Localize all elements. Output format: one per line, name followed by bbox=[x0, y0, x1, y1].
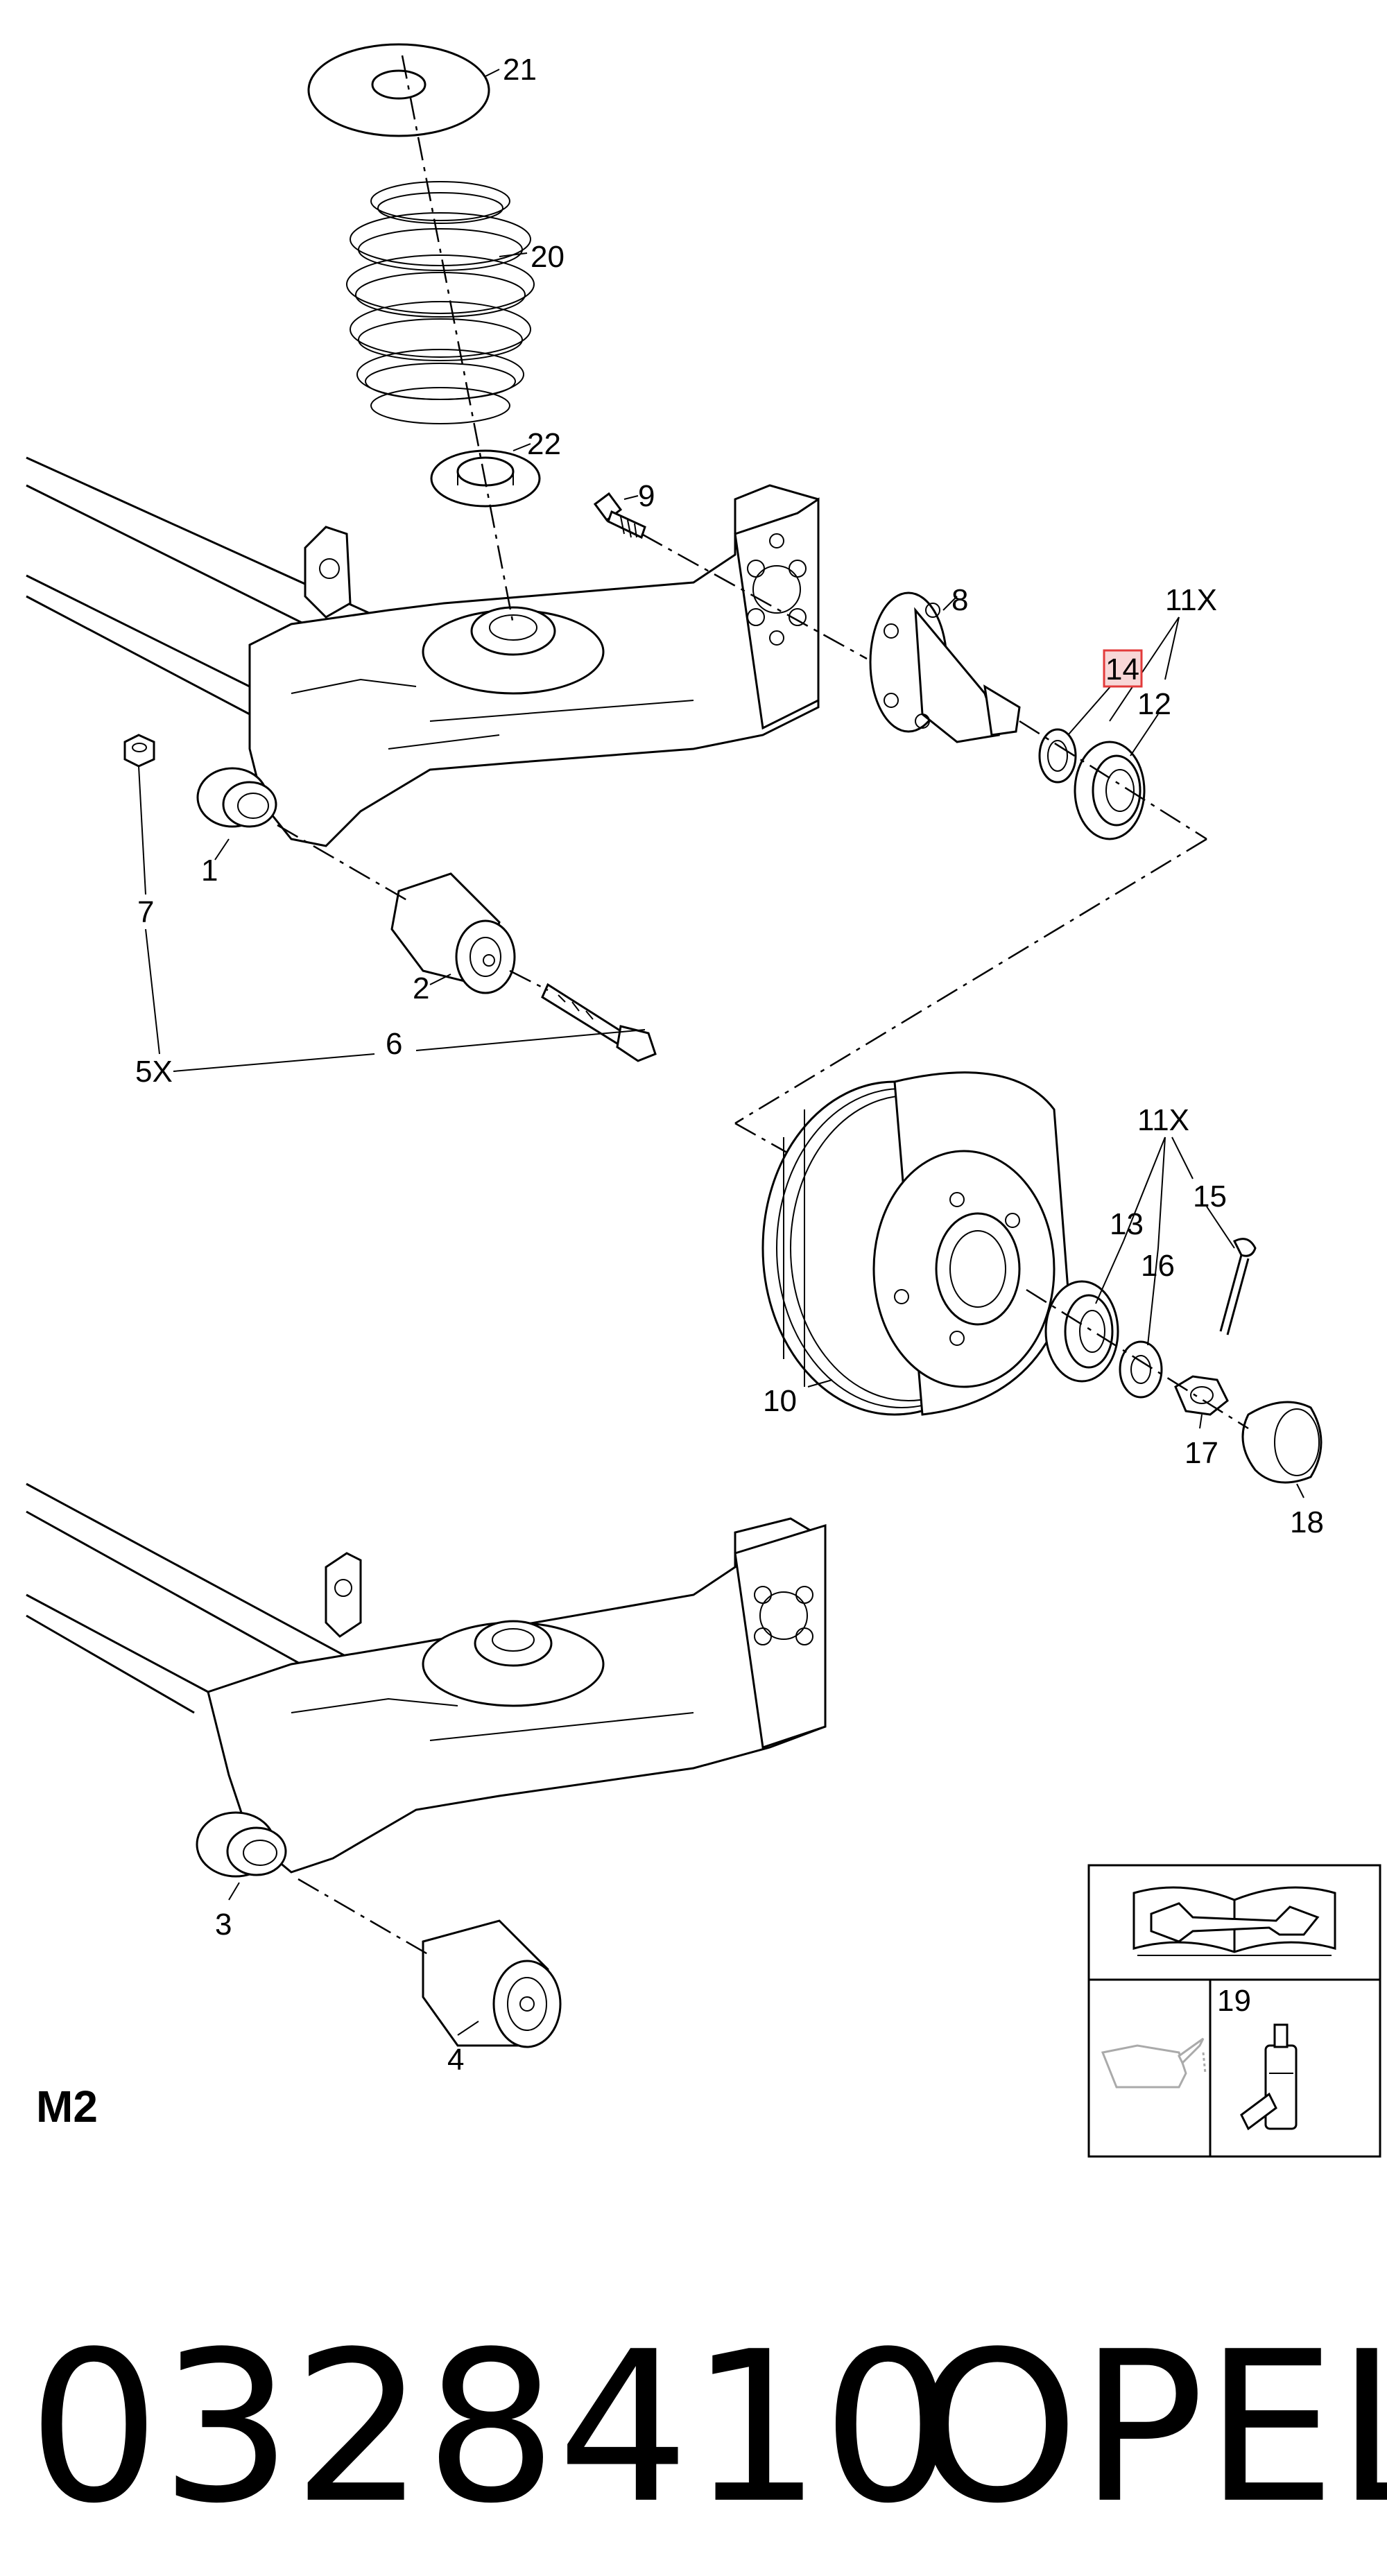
rubber-bush-4 bbox=[422, 1919, 562, 2048]
stub-axle-8 bbox=[869, 591, 1021, 743]
callout-19: 19 bbox=[1217, 1984, 1251, 2018]
callout-20: 20 bbox=[531, 240, 565, 274]
brand-name: OPEL bbox=[915, 2307, 1387, 2549]
bolt-6 bbox=[541, 983, 657, 1062]
callout-17: 17 bbox=[1184, 1436, 1218, 1470]
callout-1: 1 bbox=[201, 854, 218, 888]
bolt-9 bbox=[593, 492, 646, 539]
brake-drum-10 bbox=[761, 1071, 1069, 1416]
callout-5x: 5X bbox=[135, 1055, 173, 1089]
castle-nut-17 bbox=[1174, 1375, 1229, 1416]
callout-16: 16 bbox=[1141, 1249, 1175, 1283]
nut-7 bbox=[123, 734, 155, 768]
callout-9: 9 bbox=[638, 479, 655, 513]
callout-22: 22 bbox=[527, 427, 561, 461]
callout-21: 21 bbox=[503, 53, 537, 87]
callout-11x-top: 11X bbox=[1165, 583, 1217, 617]
rubber-bush-2 bbox=[390, 872, 516, 994]
bearing-13 bbox=[1044, 1280, 1119, 1383]
spacer-ring-14 bbox=[1038, 728, 1077, 784]
cotter-pin-15 bbox=[1219, 1238, 1257, 1335]
axle-beam-upper bbox=[26, 456, 820, 847]
callout-15: 15 bbox=[1193, 1179, 1227, 1213]
callout-10: 10 bbox=[763, 1384, 797, 1418]
legend-box bbox=[1087, 1864, 1381, 2158]
callout-14: 14 bbox=[1105, 652, 1139, 686]
grease-cap-18 bbox=[1241, 1401, 1323, 1484]
callout-labels: 21 20 22 9 8 11X 14 12 1 7 2 5X 6 11X 13… bbox=[135, 53, 1324, 2077]
callout-18: 18 bbox=[1290, 1505, 1324, 1539]
oil-can-icon bbox=[1101, 2037, 1207, 2089]
leader-lines bbox=[138, 69, 1304, 2036]
washer-16 bbox=[1119, 1340, 1163, 1399]
spring-upper-seat-21 bbox=[307, 43, 490, 137]
callout-11x-bottom: 11X bbox=[1137, 1103, 1189, 1137]
callout-12: 12 bbox=[1137, 687, 1171, 721]
part-number: 0328410 bbox=[28, 2307, 954, 2549]
bearing-12 bbox=[1074, 741, 1146, 840]
callout-2: 2 bbox=[413, 971, 429, 1005]
callout-7: 7 bbox=[137, 895, 154, 929]
callout-8: 8 bbox=[951, 583, 968, 617]
callout-14-highlight bbox=[1103, 649, 1143, 688]
coil-spring bbox=[346, 181, 535, 424]
callout-4: 4 bbox=[447, 2043, 464, 2077]
section-label: M2 bbox=[36, 2082, 98, 2132]
callout-6: 6 bbox=[386, 1027, 402, 1061]
callout-13: 13 bbox=[1110, 1207, 1144, 1241]
callout-3: 3 bbox=[215, 1908, 232, 1942]
wrench-icon bbox=[1150, 1902, 1320, 1943]
axle-beam-lower bbox=[26, 1483, 827, 1878]
grease-tube-icon bbox=[1240, 2023, 1298, 2131]
